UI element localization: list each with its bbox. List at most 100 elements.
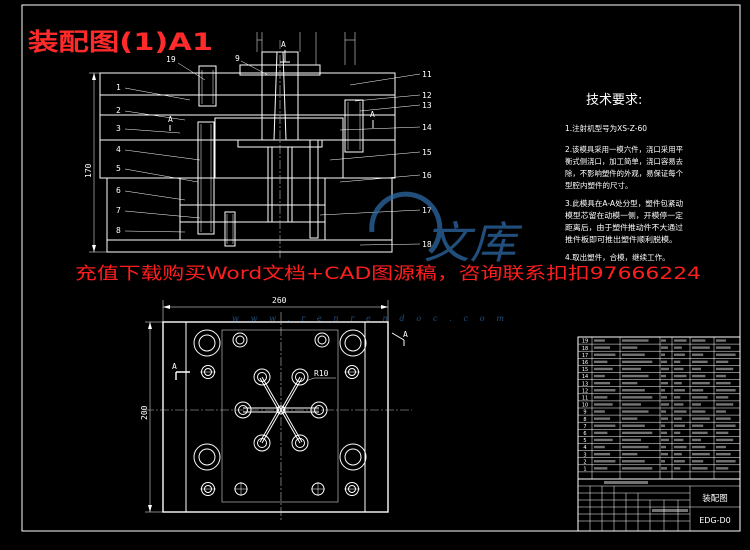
dimension-depth-lines — [145, 321, 163, 513]
parts-list-illegible-text — [622, 389, 645, 392]
section-label-top: A — [281, 40, 286, 49]
tech-requirement-line: 模型芯留在动模一侧，开模停一定 — [565, 210, 684, 220]
parts-list-illegible-text — [674, 403, 684, 406]
parts-list-illegible-text — [674, 460, 685, 463]
parts-list-illegible-text — [661, 431, 667, 435]
section-label-left: A — [168, 115, 173, 124]
parts-list-item-number: 8 — [583, 417, 586, 423]
callout-leaders-right — [319, 73, 421, 246]
parts-list-illegible-text — [594, 381, 611, 385]
parts-list-illegible-text — [674, 346, 682, 349]
cavity-core — [314, 405, 324, 415]
cavity-core — [257, 438, 267, 448]
dimension-depth-label: 200 — [140, 405, 149, 420]
hole-inner — [198, 334, 216, 352]
callout-2: 2 — [116, 106, 121, 115]
callout-11: 11 — [422, 70, 432, 79]
callout-14: 14 — [422, 123, 432, 132]
parts-list-illegible-text — [716, 460, 736, 463]
parts-list-illegible-text — [594, 410, 605, 413]
parts-list-illegible-text — [716, 339, 726, 342]
dimension-height-label: 170 — [84, 163, 93, 178]
tech-requirements-heading: 技术要求: — [586, 93, 642, 108]
parts-list-illegible-text — [692, 438, 701, 442]
hole-outer — [193, 329, 221, 357]
parts-list-illegible-text — [674, 410, 687, 413]
parts-list-illegible-text — [622, 438, 641, 442]
parts-list-item-number: 6 — [583, 431, 586, 437]
parts-list-illegible-text — [716, 431, 729, 435]
parts-list-illegible-text — [622, 452, 638, 456]
parts-list-illegible-text — [661, 445, 666, 449]
screw-hole — [235, 335, 245, 345]
parts-list-illegible-text — [716, 381, 731, 385]
ejector-space — [179, 177, 326, 206]
dimension-width-lines — [162, 300, 389, 322]
title-block: 装配图 EDG-D0 — [577, 478, 741, 532]
parts-list-illegible-text — [622, 445, 649, 449]
parts-list-illegible-text — [692, 424, 704, 427]
callout-13: 13 — [422, 101, 432, 110]
parts-list-illegible-text — [594, 431, 608, 435]
parts-list-item-number: 1 — [583, 467, 586, 473]
tech-requirement-line: 距离后，由于塑件推动件不大通过 — [565, 222, 684, 232]
parts-list-illegible-text — [716, 452, 731, 456]
tech-requirement-line: 1.注射机型号为XS-Z-60 — [565, 123, 647, 133]
parts-list-illegible-text — [594, 339, 605, 342]
callout-6: 6 — [116, 186, 121, 195]
tech-requirement-line: 3.此模具在A-A处分型，塑件包紧动 — [565, 198, 683, 208]
parts-list-illegible-text — [622, 417, 638, 420]
parts-list-illegible-text — [661, 346, 668, 349]
section-mark-top — [280, 50, 290, 63]
cavity — [310, 401, 328, 419]
parts-list-illegible-text — [674, 353, 685, 356]
tech-requirement-line: 4.取出塑件，合模，继续工作。 — [565, 252, 670, 262]
parts-list-illegible-text — [692, 381, 710, 385]
dimension-width-label: 260 — [272, 296, 287, 305]
parts-list-illegible-text — [622, 403, 641, 406]
dimension-arrow-down — [148, 505, 152, 512]
cavities — [234, 368, 328, 452]
parts-list-illegible-text — [661, 381, 668, 385]
runner-system — [243, 376, 319, 444]
parts-list-illegible-text — [674, 445, 687, 449]
parts-list-illegible-text — [594, 403, 613, 406]
cavity-core — [238, 405, 248, 415]
parts-list-illegible-text — [716, 417, 731, 420]
guide-pillar — [197, 121, 215, 235]
parts-list-illegible-text — [661, 403, 669, 406]
parts-list-illegible-text — [594, 360, 608, 364]
parts-list-illegible-text — [692, 339, 706, 342]
parts-list-illegible-text — [716, 424, 736, 427]
parts-list-illegible-text — [661, 389, 665, 392]
tech-requirement-line: 2.该模具采用一模六件，浇口采用平 — [565, 144, 683, 154]
radius-label: R10 — [314, 369, 329, 378]
parts-list-illegible-text — [594, 353, 616, 356]
clamp-screw-thread — [201, 70, 214, 104]
parts-list-illegible-text — [594, 396, 608, 399]
plan-section-label-right: A — [403, 330, 408, 339]
parts-list-illegible-text — [716, 403, 734, 406]
parts-list-illegible-text — [622, 374, 649, 378]
parts-list-illegible-text — [622, 339, 649, 342]
hole-outer — [339, 329, 367, 357]
parts-list-illegible-text — [674, 452, 682, 456]
parts-list-illegible-text — [716, 438, 734, 442]
screw-hole — [317, 335, 327, 345]
parts-list-item-number: 19 — [582, 339, 588, 345]
parts-list-illegible-text — [674, 424, 685, 427]
drawing-number: EDG-D0 — [699, 516, 731, 525]
parts-list-illegible-text — [661, 396, 667, 399]
promo-overlay-text: 充值下载购买Word文档+CAD图源稿，咨询联系扣扣97666224 — [75, 264, 701, 284]
screw-hole — [314, 332, 330, 348]
parts-list-item-number: 18 — [582, 346, 588, 352]
ejector-pins — [267, 147, 293, 222]
callout-7: 7 — [116, 206, 121, 215]
hole-inner — [198, 448, 216, 466]
dimension-arrow-up — [148, 322, 152, 329]
dimension-arrow-top — [92, 73, 96, 80]
sprue-center — [276, 405, 286, 415]
parts-list-illegible-text — [716, 353, 736, 356]
